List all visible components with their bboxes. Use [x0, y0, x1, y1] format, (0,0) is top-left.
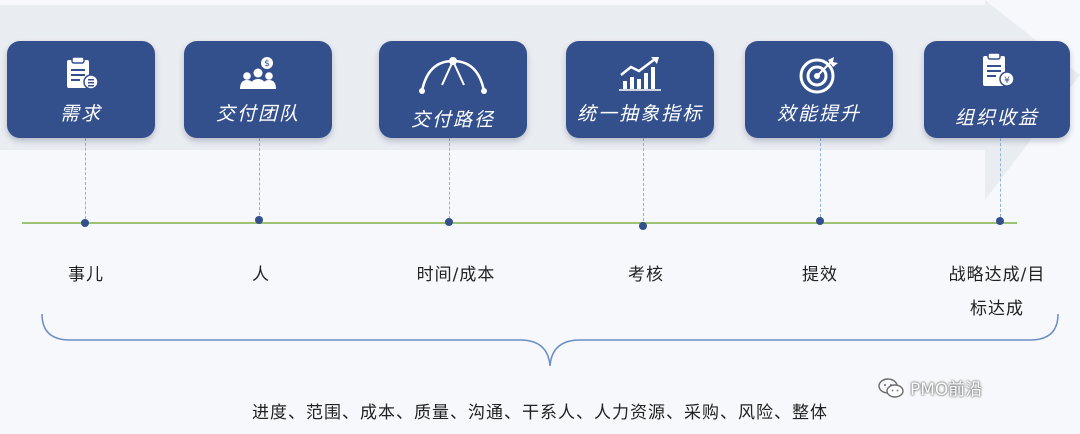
step-label: 效能提升 — [776, 103, 861, 125]
step-label: 统一抽象指标 — [576, 103, 703, 125]
timeline-label-line2: 标达成 — [970, 299, 1024, 319]
timeline-label: 时间/成本 — [416, 265, 496, 285]
timeline-label-line1: 战略达成/目 — [948, 265, 1046, 285]
invoice-icon: ¥ — [924, 51, 1070, 87]
svg-text:¥: ¥ — [1004, 76, 1010, 86]
step-label: 组织收益 — [954, 107, 1039, 129]
step-label: 交付团队 — [215, 103, 300, 125]
timeline-node-4 — [639, 222, 647, 230]
wechat-icon — [878, 377, 904, 398]
background-arrow-band — [0, 0, 1080, 200]
svg-text:$: $ — [264, 59, 270, 69]
timeline-node-5 — [816, 217, 824, 225]
step-card-efficiency: 效能提升 — [745, 41, 893, 138]
timeline-label: 考核 — [628, 265, 664, 285]
path-icon — [379, 55, 527, 94]
target-icon — [745, 55, 893, 94]
connector-line-4 — [643, 138, 644, 226]
step-card-delivery-path: 交付路径 — [379, 41, 527, 138]
timeline-line — [22, 222, 1017, 224]
connector-line-2 — [259, 138, 260, 220]
timeline-label: 提效 — [802, 265, 838, 285]
connector-line-5 — [820, 138, 821, 222]
connector-line-6 — [1000, 138, 1001, 222]
step-card-delivery-team: $ 交付团队 — [184, 41, 332, 138]
timeline-node-3 — [445, 218, 453, 226]
step-card-unified-metrics: 统一抽象指标 — [566, 41, 714, 138]
growth-chart-icon — [566, 55, 714, 91]
connector-line-3 — [449, 138, 450, 224]
watermark: PMO前沿 — [878, 375, 982, 400]
scope-brace — [41, 313, 1059, 367]
timeline-node-6 — [996, 217, 1004, 225]
knowledge-areas-text: 进度、范围、成本、质量、沟通、干系人、人力资源、采购、风险、整体 — [252, 403, 828, 423]
timeline-node-2 — [255, 216, 263, 224]
team-icon: $ — [184, 55, 332, 91]
watermark-text: PMO前沿 — [910, 380, 983, 400]
step-label: 交付路径 — [410, 109, 495, 131]
step-card-org-benefit: ¥ 组织收益 — [924, 41, 1070, 138]
connector-line-1 — [85, 138, 86, 224]
timeline-node-1 — [81, 219, 89, 227]
timeline-label: 事儿 — [68, 265, 104, 285]
timeline-label: 人 — [252, 265, 270, 285]
clipboard-icon — [7, 55, 155, 91]
step-card-requirements: 需求 — [7, 41, 155, 138]
step-label: 需求 — [59, 103, 102, 125]
